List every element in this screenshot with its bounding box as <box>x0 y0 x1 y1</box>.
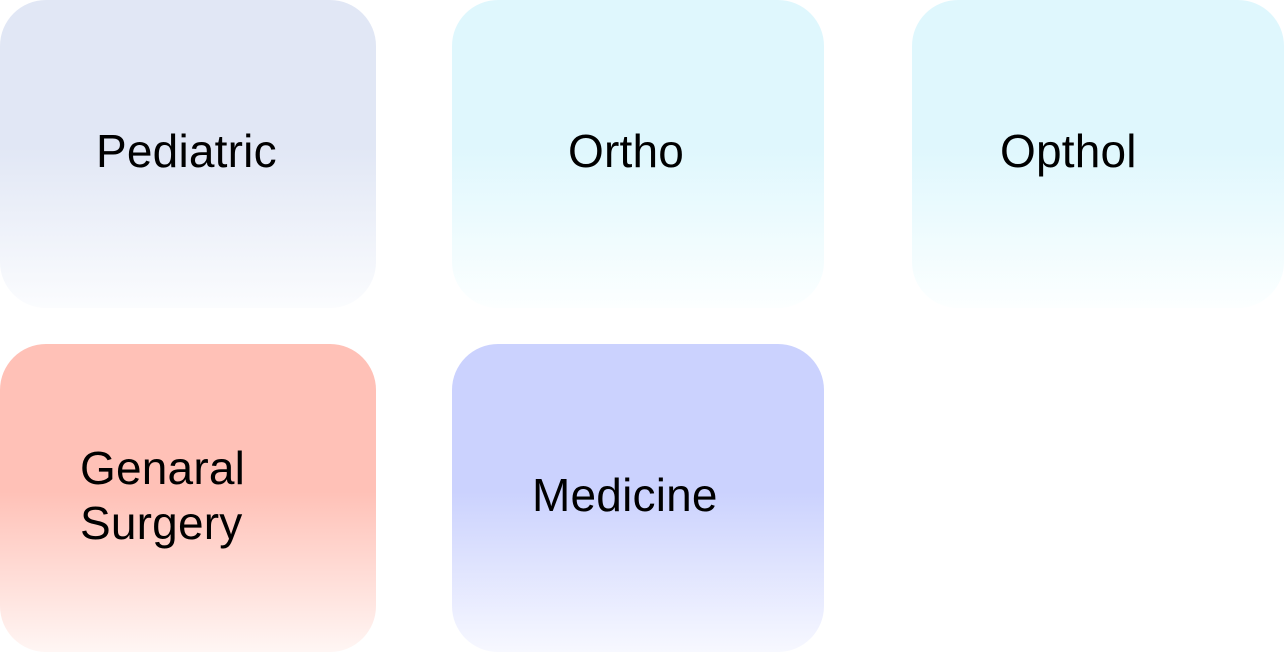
department-tile-ortho[interactable]: Ortho <box>452 0 824 308</box>
tile-label: Genaral Surgery <box>80 441 246 549</box>
department-tile-opthol[interactable]: Opthol <box>912 0 1284 308</box>
tile-label: Medicine <box>532 469 718 522</box>
department-tile-medicine[interactable]: Medicine <box>452 344 824 652</box>
department-tile-pediatric[interactable]: Pediatric <box>0 0 376 308</box>
tile-label: Opthol <box>1000 125 1137 178</box>
department-tile-general-surgery[interactable]: Genaral Surgery <box>0 344 376 652</box>
tile-label: Ortho <box>568 125 685 178</box>
tile-label: Pediatric <box>96 125 277 178</box>
